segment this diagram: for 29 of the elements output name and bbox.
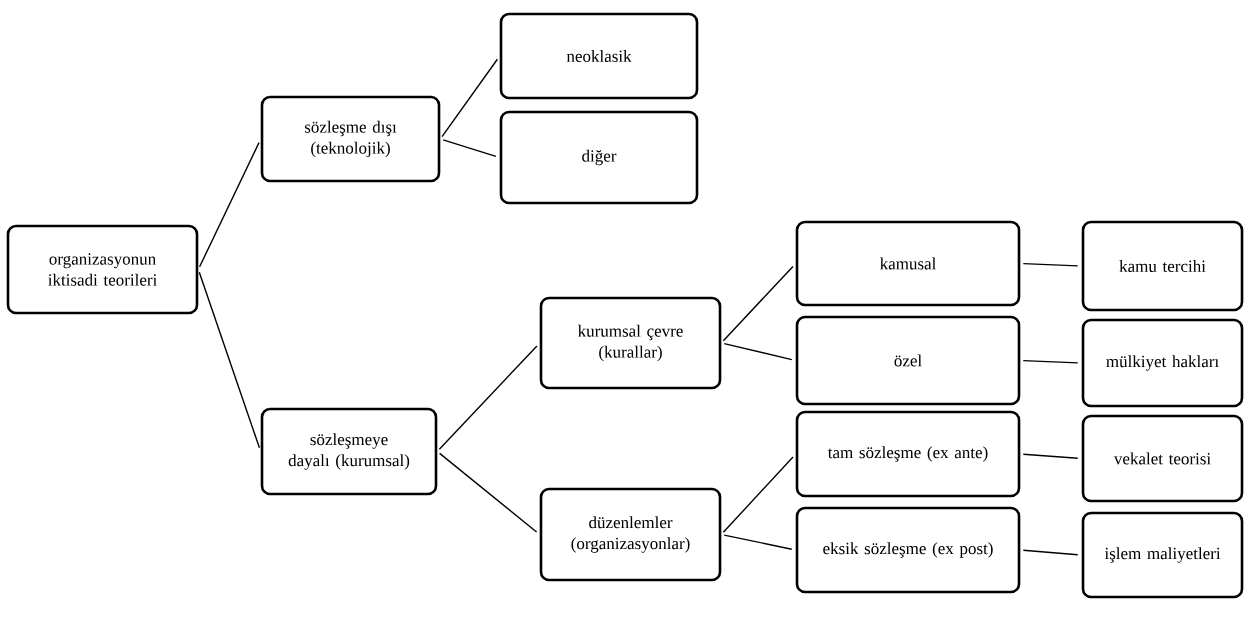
text-box: eksik sözleşme (ex post) [795, 506, 1021, 594]
text-box: kamu tercihi [1081, 220, 1244, 312]
text-box: işlem maliyetleri [1081, 511, 1244, 599]
connector-line [198, 271, 261, 449]
text-box: mülkiyet hakları [1081, 318, 1244, 408]
connector-line [438, 452, 538, 533]
text-box: organizasyonun iktisadi teorileri [6, 224, 199, 315]
connector-line [438, 345, 538, 450]
connector-line [441, 58, 499, 138]
connector-line [722, 265, 794, 342]
connector-line [1022, 453, 1079, 459]
text-box: düzenlemler (organizasyonlar) [539, 487, 722, 582]
text-box: sözleşmeye dayalı (kurumsal) [260, 407, 438, 496]
connector-line [722, 456, 794, 533]
connector-line [1022, 262, 1079, 267]
connector-line [198, 141, 260, 268]
connector-line [723, 343, 793, 361]
text-box: kamusal [795, 220, 1021, 307]
text-box: tam sözleşme (ex ante) [795, 410, 1021, 498]
connector-line [723, 534, 793, 550]
text-box: kurumsal çevre (kurallar) [539, 296, 722, 390]
text-box: neoklasik [499, 12, 699, 100]
connector-line [1022, 359, 1079, 364]
text-box: özel [795, 315, 1021, 406]
text-box: vekalet teorisi [1081, 414, 1244, 503]
text-box: diğer [499, 110, 699, 205]
connector-line [442, 139, 497, 157]
connector-line [1022, 549, 1079, 556]
text-box: sözleşme dışı (teknolojik) [260, 95, 441, 183]
